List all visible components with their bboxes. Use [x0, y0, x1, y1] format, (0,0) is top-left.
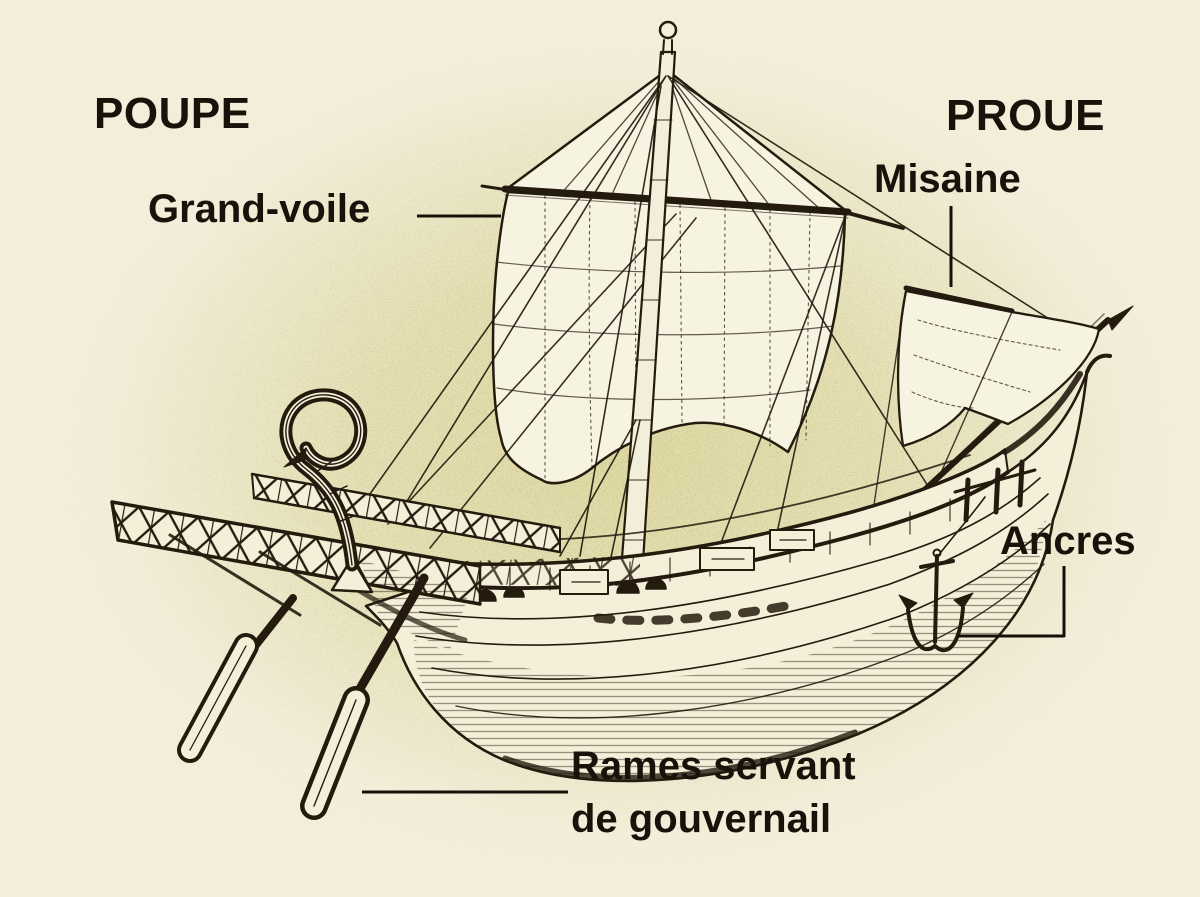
steering-oars: [177, 573, 429, 820]
main-mast: [616, 20, 678, 612]
label-rames-line1: Rames servant: [571, 744, 856, 788]
label-poupe: POUPE: [94, 89, 251, 138]
foresail: [849, 285, 1134, 563]
label-grand-voile: Grand-voile: [148, 187, 371, 231]
hull: [364, 353, 1112, 783]
masthead-ball: [658, 20, 678, 40]
connector-ancres: [958, 566, 1066, 638]
deck-structures: [473, 459, 1037, 602]
label-misaine: Misaine: [874, 157, 1021, 201]
anchor: [898, 496, 986, 653]
label-proue: PROUE: [946, 91, 1105, 140]
label-rames-gouvernail: Rames servant de gouvernail: [571, 740, 856, 846]
mainsail: [387, 190, 847, 557]
swan-neck-ornament: [279, 388, 368, 572]
label-rames-line2: de gouvernail: [571, 797, 832, 841]
main-yard: [480, 184, 905, 230]
label-ancres: Ancres: [1000, 519, 1136, 563]
rigging: [359, 75, 1091, 563]
